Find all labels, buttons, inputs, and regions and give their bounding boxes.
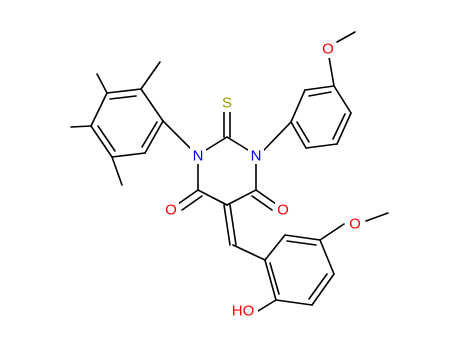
hydroxy-methoxy-ring <box>232 212 389 312</box>
atom-o-methoxy-right: O <box>349 216 361 233</box>
atom-s-thione: S <box>222 95 232 112</box>
mesityl-ring <box>70 61 164 186</box>
pyrimidine-core <box>162 110 277 246</box>
atom-o6: O <box>277 202 289 219</box>
atom-o-hydroxy: HO <box>232 303 255 320</box>
atom-n1: N <box>193 148 204 165</box>
methoxyphenyl-top <box>263 31 356 151</box>
atom-o-methoxy-top: O <box>322 41 334 58</box>
atom-n3: N <box>251 148 262 165</box>
atom-o4: O <box>165 202 177 219</box>
atom-labels: N N S O O O O HO <box>163 40 363 320</box>
